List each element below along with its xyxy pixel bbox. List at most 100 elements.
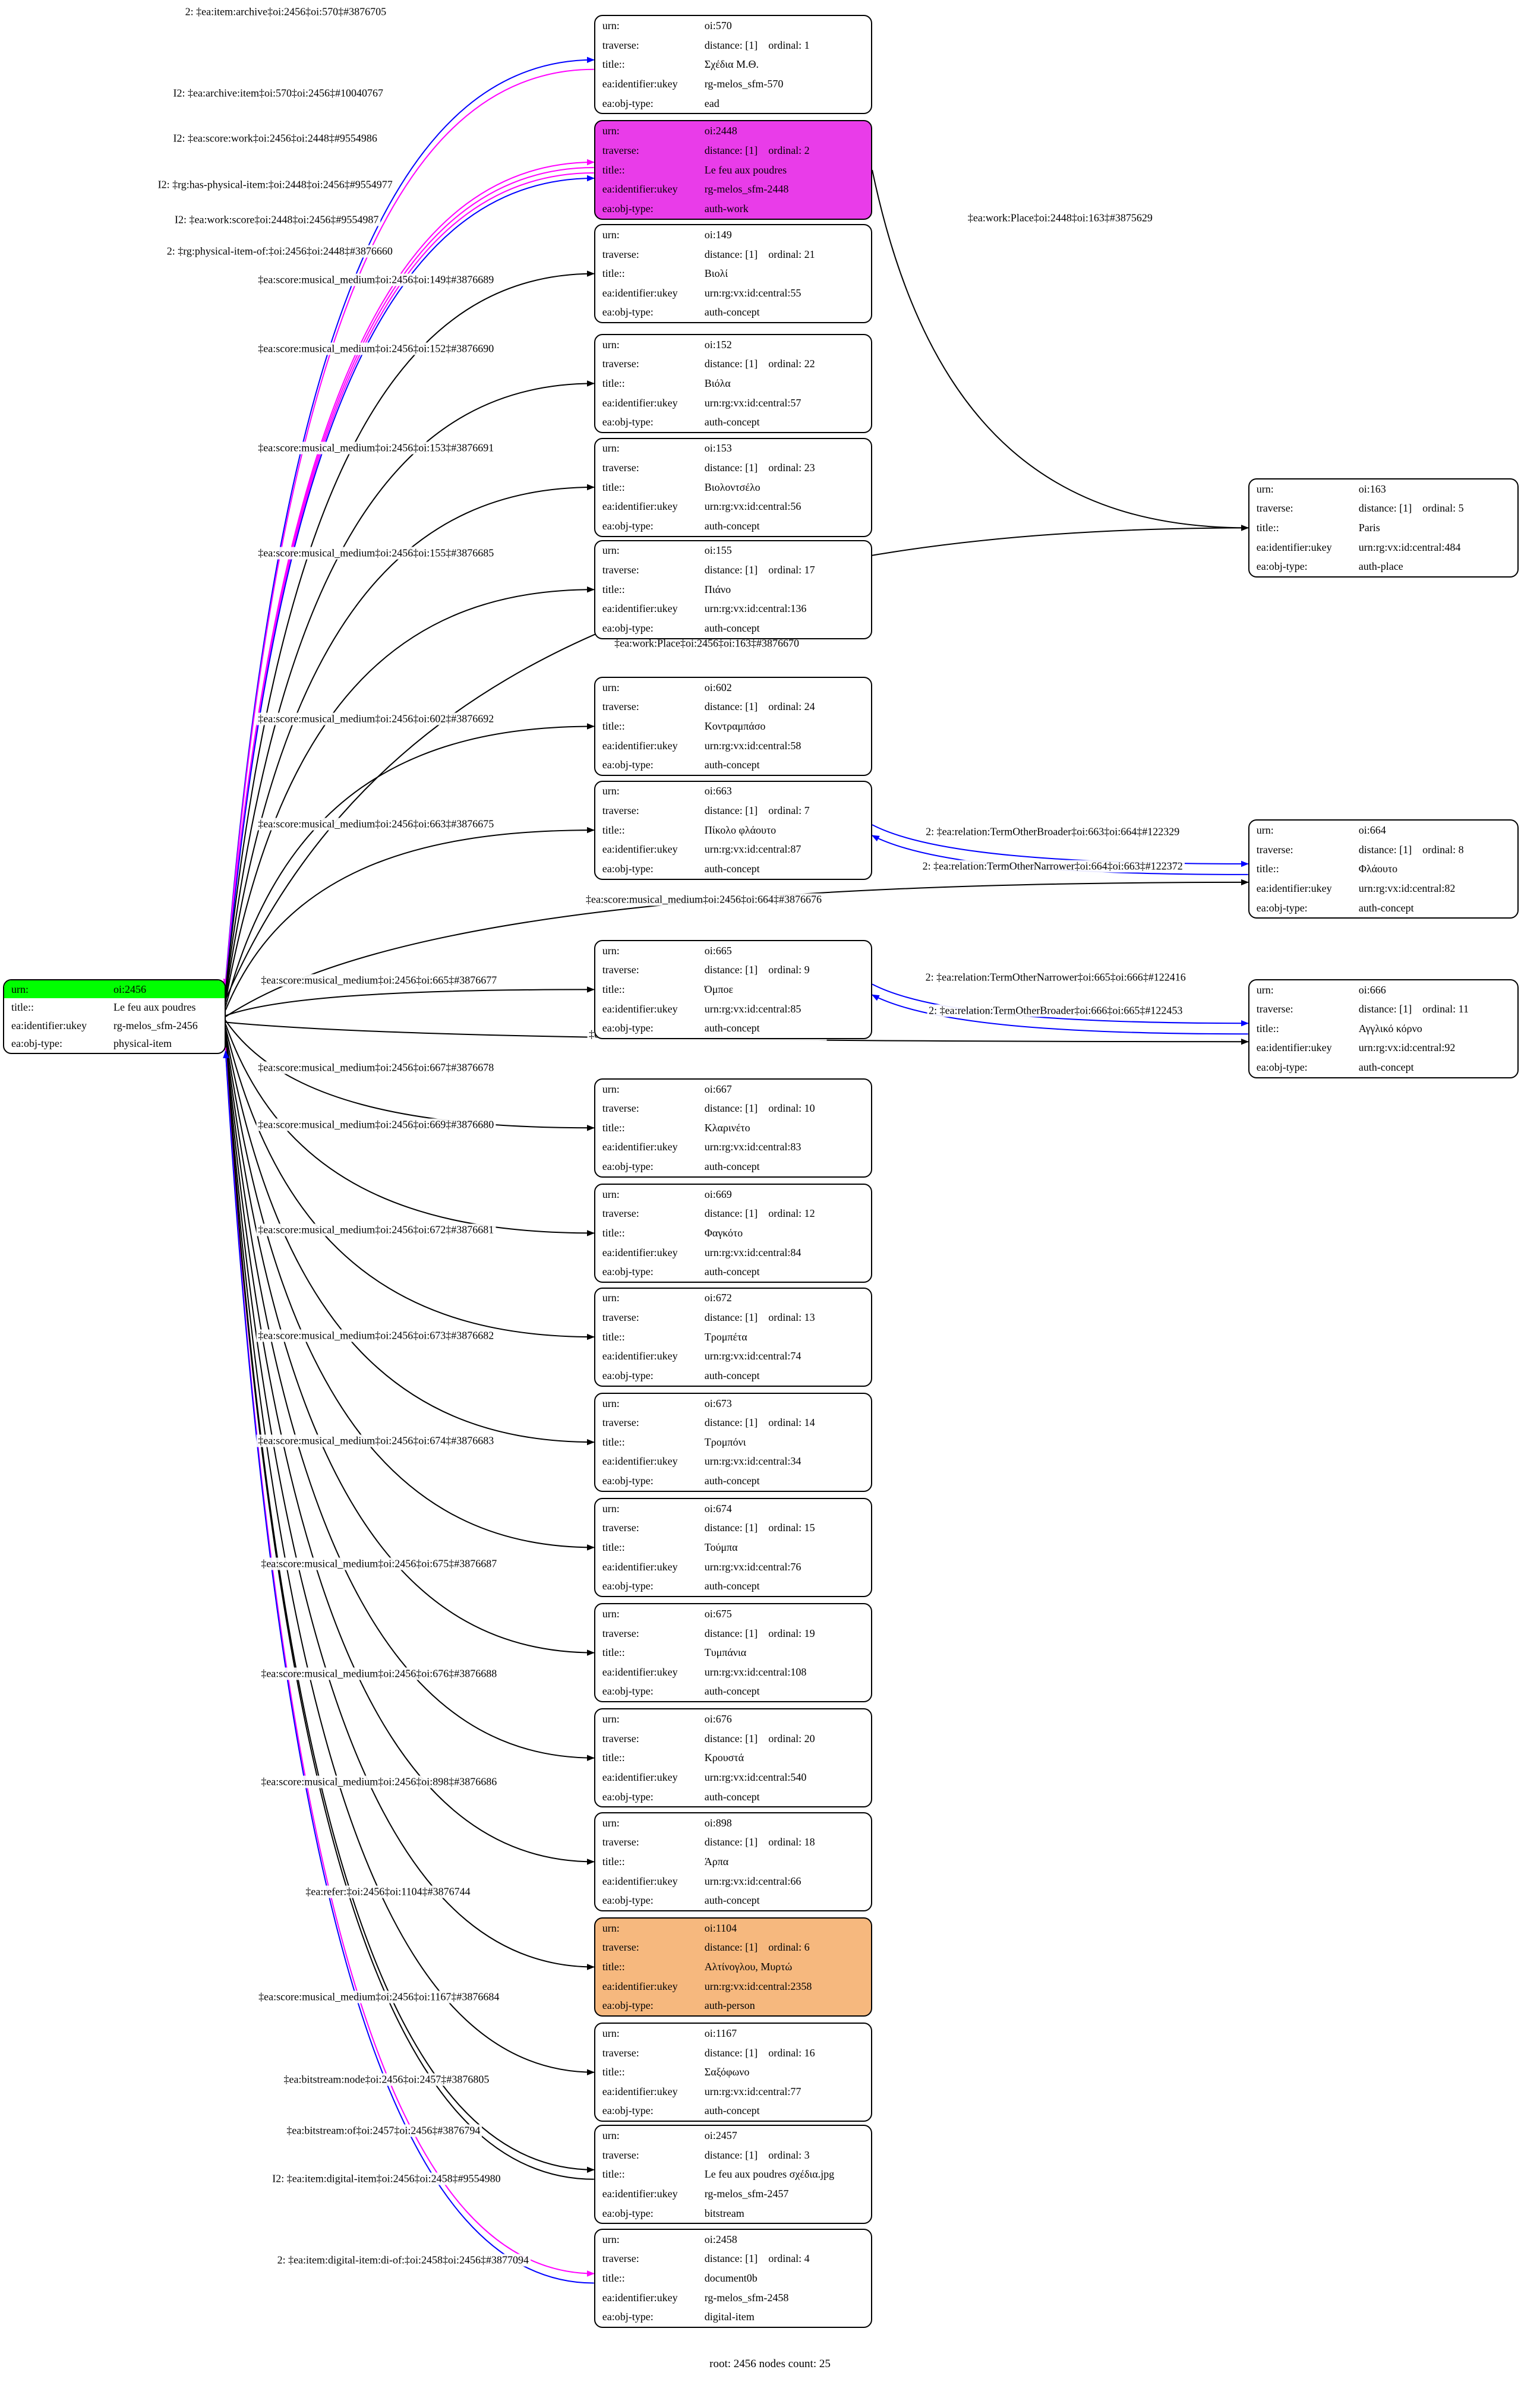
field-value: urn:rg:vx:id:central:82 (1358, 882, 1456, 895)
field-label: urn: (1256, 824, 1274, 837)
field-label: ea:identifier:ukey (11, 1019, 87, 1031)
node-field-row: traverse:distance: [1] ordinal: 18 (595, 1832, 871, 1852)
field-value: oi:898 (704, 1816, 732, 1829)
edge-label: ‡ea:bitstream:of‡oi:2457‡oi:2456‡#387679… (285, 2124, 482, 2137)
field-label: traverse: (602, 358, 639, 370)
field-label: title:: (602, 1646, 625, 1659)
node-field-row: title::Βιολοντσέλο (595, 478, 871, 497)
field-label: traverse: (602, 39, 639, 51)
node-field-row: title::Πιάνο (595, 580, 871, 600)
edge-black (225, 1020, 595, 1131)
field-value: oi:2456 (113, 983, 147, 995)
node-field-row: title::Paris (1249, 518, 1518, 538)
field-label: traverse: (602, 144, 639, 156)
edge-label: I2: ‡ea:archive:item‡oi:570‡oi:2456‡#100… (171, 87, 385, 100)
field-label: ea:obj-type: (602, 306, 654, 318)
field-value: urn:rg:vx:id:central:84 (704, 1246, 801, 1258)
field-value: distance: [1] ordinal: 9 (704, 964, 810, 976)
edge-label: ‡ea:score:musical_medium‡oi:2456‡oi:155‡… (256, 547, 496, 560)
node-field-row: traverse:distance: [1] ordinal: 17 (595, 560, 871, 580)
node-field-row: ea:obj-type:auth-concept (595, 1262, 871, 1282)
field-label: title:: (602, 377, 625, 389)
field-label: title:: (602, 2168, 625, 2181)
field-value: urn:rg:vx:id:central:56 (704, 500, 801, 513)
field-value: auth-concept (704, 1475, 760, 1487)
field-value: auth-concept (1358, 901, 1414, 914)
node-field-row: title::Τρομπόνι (595, 1433, 871, 1452)
field-label: ea:identifier:ukey (602, 739, 678, 752)
field-value: distance: [1] ordinal: 15 (704, 1522, 815, 1534)
node-field-row: traverse:distance: [1] ordinal: 23 (595, 458, 871, 478)
node-field-row: title::Τρομπέτα (595, 1327, 871, 1347)
node-field-row: traverse:distance: [1] ordinal: 3 (595, 2146, 871, 2165)
node-field-row: title::Άρπα (595, 1852, 871, 1872)
field-value: urn:rg:vx:id:central:55 (704, 286, 801, 299)
field-value: auth-concept (704, 1266, 760, 1278)
field-label: ea:identifier:ukey (602, 183, 678, 195)
field-value: rg-melos_sfm-2457 (704, 2187, 789, 2200)
field-value: Πιάνο (704, 583, 731, 595)
field-value: auth-concept (704, 1580, 760, 1592)
field-label: title:: (602, 720, 625, 733)
field-value: auth-concept (1358, 1061, 1414, 1073)
field-value: Τρομπέτα (704, 1330, 747, 1343)
field-label: urn: (602, 1188, 620, 1200)
field-label: title:: (602, 1961, 625, 1973)
field-label: traverse: (602, 1311, 639, 1323)
edge-label: ‡ea:score:musical_medium‡oi:2456‡oi:673‡… (256, 1329, 496, 1342)
field-value: Άρπα (704, 1855, 729, 1867)
field-value: auth-concept (704, 416, 760, 428)
field-value: Τυμπάνια (704, 1646, 747, 1659)
field-label: title:: (602, 1435, 625, 1448)
field-label: title:: (602, 267, 625, 280)
field-value: oi:1167 (704, 2027, 737, 2040)
field-value: oi:665 (704, 944, 732, 957)
field-value: oi:673 (704, 1397, 732, 1409)
edge-label: ‡ea:work:Place‡oi:2448‡oi:163‡#3875629 (965, 212, 1154, 225)
field-label: title:: (602, 163, 625, 176)
node-field-row: traverse:distance: [1] ordinal: 14 (595, 1413, 871, 1433)
edge-label: ‡ea:score:musical_medium‡oi:2456‡oi:672‡… (256, 1223, 496, 1236)
edge-label: I2: ‡ea:work:score‡oi:2448‡oi:2456‡#9554… (172, 213, 381, 226)
field-label: urn: (602, 785, 620, 797)
edge-black (225, 586, 595, 1002)
edge-black (225, 1049, 595, 1970)
field-label: ea:identifier:ukey (1256, 882, 1332, 895)
node-field-row: title::Κοντραμπάσο (595, 717, 871, 736)
edge-label: ‡ea:score:musical_medium‡oi:2456‡oi:675‡… (259, 1557, 499, 1570)
root-summary: root: 2456 nodes count: 25 (709, 2358, 831, 2370)
node-field-row: title::Φαγκότο (595, 1223, 871, 1243)
field-value: urn:rg:vx:id:central:76 (704, 1560, 801, 1573)
field-value: urn:rg:vx:id:central:57 (704, 396, 801, 409)
field-value: rg-melos_sfm-2456 (113, 1019, 198, 1031)
node-field-row: title::Κρουστά (595, 1748, 871, 1768)
field-value: auth-concept (704, 759, 760, 771)
node-field-row: ea:obj-type:auth-concept (595, 1366, 871, 1386)
field-value: ead (704, 97, 719, 109)
field-value: oi:2457 (704, 2129, 737, 2142)
edge-label: ‡ea:bitstream:node‡oi:2456‡oi:2457‡#3876… (282, 2073, 491, 2086)
field-label: ea:identifier:ukey (602, 286, 678, 299)
field-value: Σαξόφωνο (704, 2066, 750, 2078)
field-value: urn:rg:vx:id:central:540 (704, 1771, 807, 1783)
field-value: Le feu aux poudres (704, 163, 787, 176)
field-label: ea:obj-type: (602, 519, 654, 532)
node-field-row: traverse:distance: [1] ordinal: 4 (595, 2250, 871, 2269)
node-field-row: urn:oi:152 (595, 335, 871, 355)
edge-label: ‡ea:score:musical_medium‡oi:2456‡oi:149‡… (256, 273, 496, 286)
field-label: title:: (602, 1752, 625, 1764)
field-label: traverse: (602, 1627, 639, 1639)
field-value: Αλτίνογλου, Μυρτώ (704, 1961, 793, 1973)
node-field-row: urn:oi:665 (595, 941, 871, 961)
